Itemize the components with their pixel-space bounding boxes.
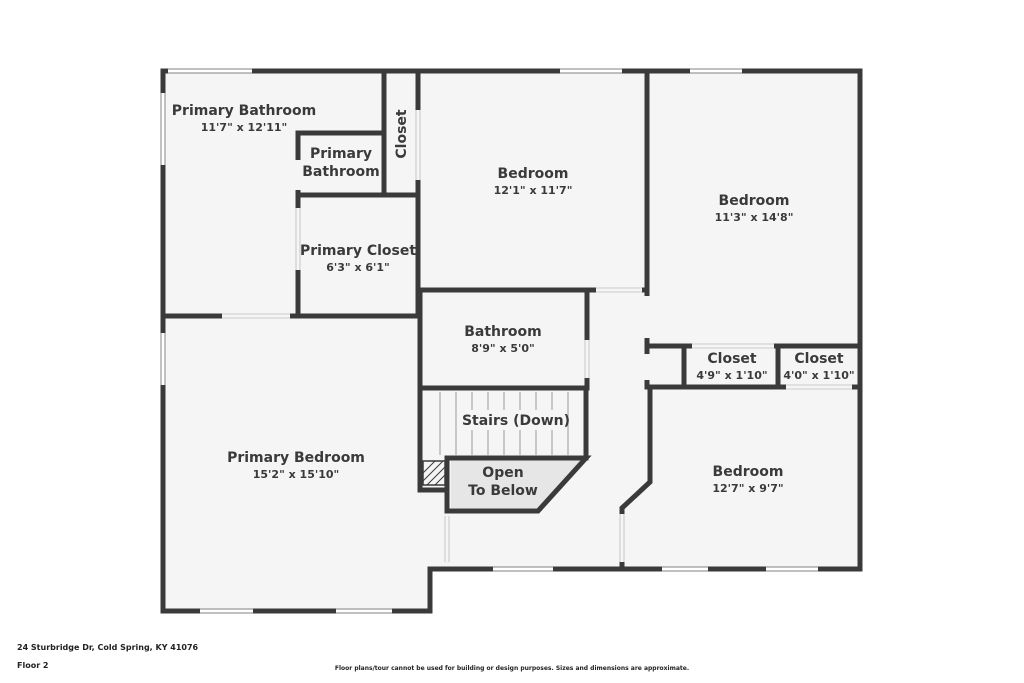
closet-2-name: Closet [794, 351, 844, 367]
bedroom-2-dims: 11'3" x 14'8" [715, 211, 794, 224]
disclaimer: Floor plans/tour cannot be used for buil… [334, 665, 690, 672]
primary-bathroom-name: Primary Bathroom [172, 103, 316, 119]
bedroom-1-dims: 12'1" x 11'7" [494, 184, 573, 197]
closet-1-dims: 4'9" x 1'10" [696, 369, 767, 382]
floor-area [163, 71, 860, 611]
primary-bathroom-inner-name-2: Bathroom [302, 164, 380, 180]
open-to-below-name-2: To Below [468, 483, 538, 499]
bedroom-2-name: Bedroom [719, 193, 790, 209]
bathroom-dims: 8'9" x 5'0" [471, 342, 535, 355]
property-address: 24 Sturbridge Dr, Cold Spring, KY 41076 [17, 643, 199, 652]
windows [161, 69, 818, 613]
window-frames [160, 68, 818, 614]
hatched-box [422, 460, 446, 486]
closet-1-name: Closet [707, 351, 757, 367]
open-to-below-name-1: Open [482, 465, 523, 481]
primary-closet-name: Primary Closet [300, 243, 416, 259]
bedroom-3-name: Bedroom [713, 464, 784, 480]
stairs-name: Stairs (Down) [462, 413, 570, 429]
primary-bathroom-dims: 11'7" x 12'11" [201, 121, 288, 134]
bedroom-1-name: Bedroom [498, 166, 569, 182]
closet-2-dims: 4'0" x 1'10" [783, 369, 854, 382]
bathroom-name: Bathroom [464, 324, 542, 340]
primary-bedroom-dims: 15'2" x 15'10" [253, 468, 340, 481]
bedroom-3-dims: 12'7" x 9'7" [712, 482, 783, 495]
open-to-below-area [451, 460, 582, 508]
primary-bathroom-inner-name-1: Primary [310, 146, 372, 162]
primary-bedroom-name: Primary Bedroom [227, 450, 365, 466]
door-frames [222, 110, 852, 562]
door-openings [222, 110, 852, 562]
closet-vertical-name: Closet [394, 109, 410, 159]
floor-label: Floor 2 [17, 661, 49, 670]
primary-closet-dims: 6'3" x 6'1" [326, 261, 390, 274]
